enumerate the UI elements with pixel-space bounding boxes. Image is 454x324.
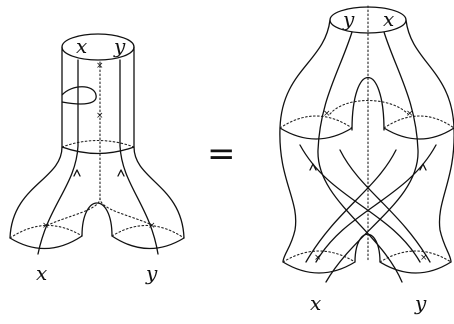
right-marker-bottom-y: ×: [420, 253, 428, 263]
left-small-loop: [61, 86, 97, 105]
right-bottom-label-y: y: [414, 291, 427, 315]
right-mid-left-back: [279, 115, 353, 129]
right-strand-y: [317, 31, 403, 283]
right-marker-right: ×: [406, 109, 414, 119]
left-waist-front: [61, 146, 135, 155]
right-bottom-y-back: [379, 250, 452, 263]
left-strand-x: [37, 59, 79, 255]
right-outline-right: [405, 19, 454, 263]
right-bottom-x-back: [282, 250, 356, 263]
right-bottom-y-front: [379, 261, 452, 274]
left-outline-right: [133, 46, 185, 239]
left-top-label-y: y: [113, 34, 126, 58]
equals-sign: =: [207, 134, 236, 174]
left-bottom-x-front: [9, 235, 83, 250]
right-strand-x: [325, 31, 419, 283]
left-strand-y: [119, 59, 159, 255]
left-bottom-label-y: y: [145, 261, 158, 285]
left-marker-middle: ×: [96, 111, 104, 121]
right-mid-right-back: [383, 115, 454, 129]
right-marker-left: ×: [323, 109, 331, 119]
right-braided-surface: × × × × y x x y: [279, 5, 454, 315]
left-marker-top: ×: [96, 61, 104, 71]
left-crotch: [81, 202, 113, 237]
left-bottom-y-front: [111, 235, 185, 250]
right-dotted-arc: [329, 99, 409, 115]
right-bottom-x-front: [282, 261, 356, 274]
right-tube-b-outer: [315, 144, 437, 263]
right-arrow-left: [309, 163, 317, 171]
left-dotted-branch-x: [47, 197, 101, 226]
right-arrow-right: [419, 163, 427, 171]
right-marker-bottom-x: ×: [314, 253, 322, 263]
left-arrow-y: [117, 169, 125, 177]
right-top-label-x: x: [383, 7, 394, 31]
left-bottom-label-x: x: [36, 261, 47, 285]
right-mid-right-front: [383, 127, 454, 140]
right-outline-left: [279, 19, 331, 263]
left-bottom-x-back: [9, 224, 83, 239]
right-mid-left-front: [279, 127, 353, 140]
left-pants-surface: × × × × x y x y: [9, 33, 185, 285]
left-top-label-x: x: [76, 34, 87, 58]
right-tube-b-inner: [305, 149, 397, 263]
left-bottom-y-back: [111, 224, 185, 239]
left-waist-back: [61, 140, 135, 148]
left-marker-bottom-x: ×: [42, 221, 50, 231]
left-arrow-x: [73, 169, 81, 177]
left-marker-bottom-y: ×: [148, 221, 156, 231]
left-dotted-branch-y: [99, 197, 153, 226]
right-top-label-y: y: [342, 7, 355, 31]
right-bottom-label-x: x: [310, 291, 321, 315]
right-tube-a-outer: [299, 144, 421, 263]
left-outline-left: [9, 46, 63, 239]
